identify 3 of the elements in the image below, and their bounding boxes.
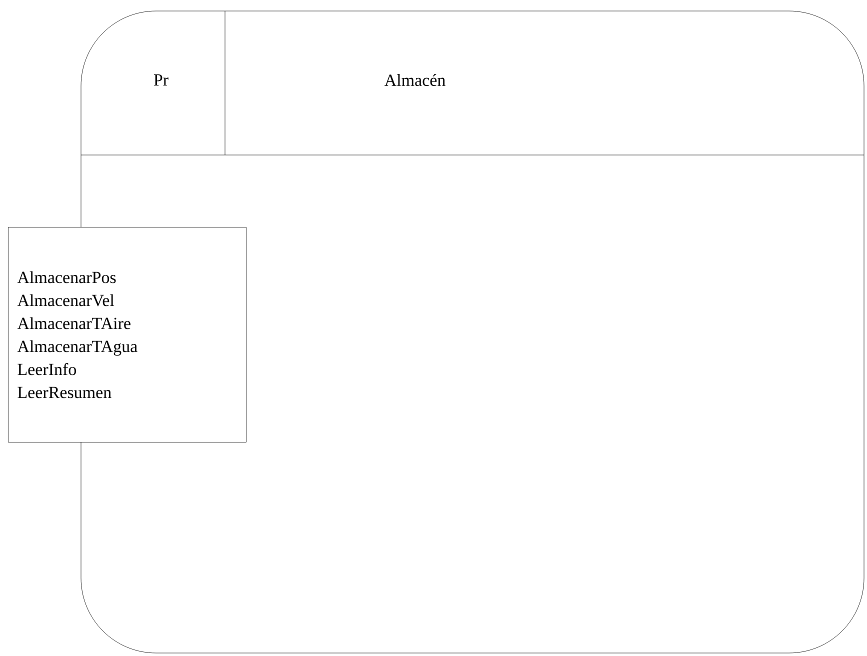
- object-title: Almacén: [384, 74, 446, 86]
- cell-label: Pr: [154, 74, 168, 86]
- operations-box: AlmacenarPos AlmacenarVel AlmacenarTAire AlmacenarTAgua LeerInfo LeerResumen: [8, 227, 246, 442]
